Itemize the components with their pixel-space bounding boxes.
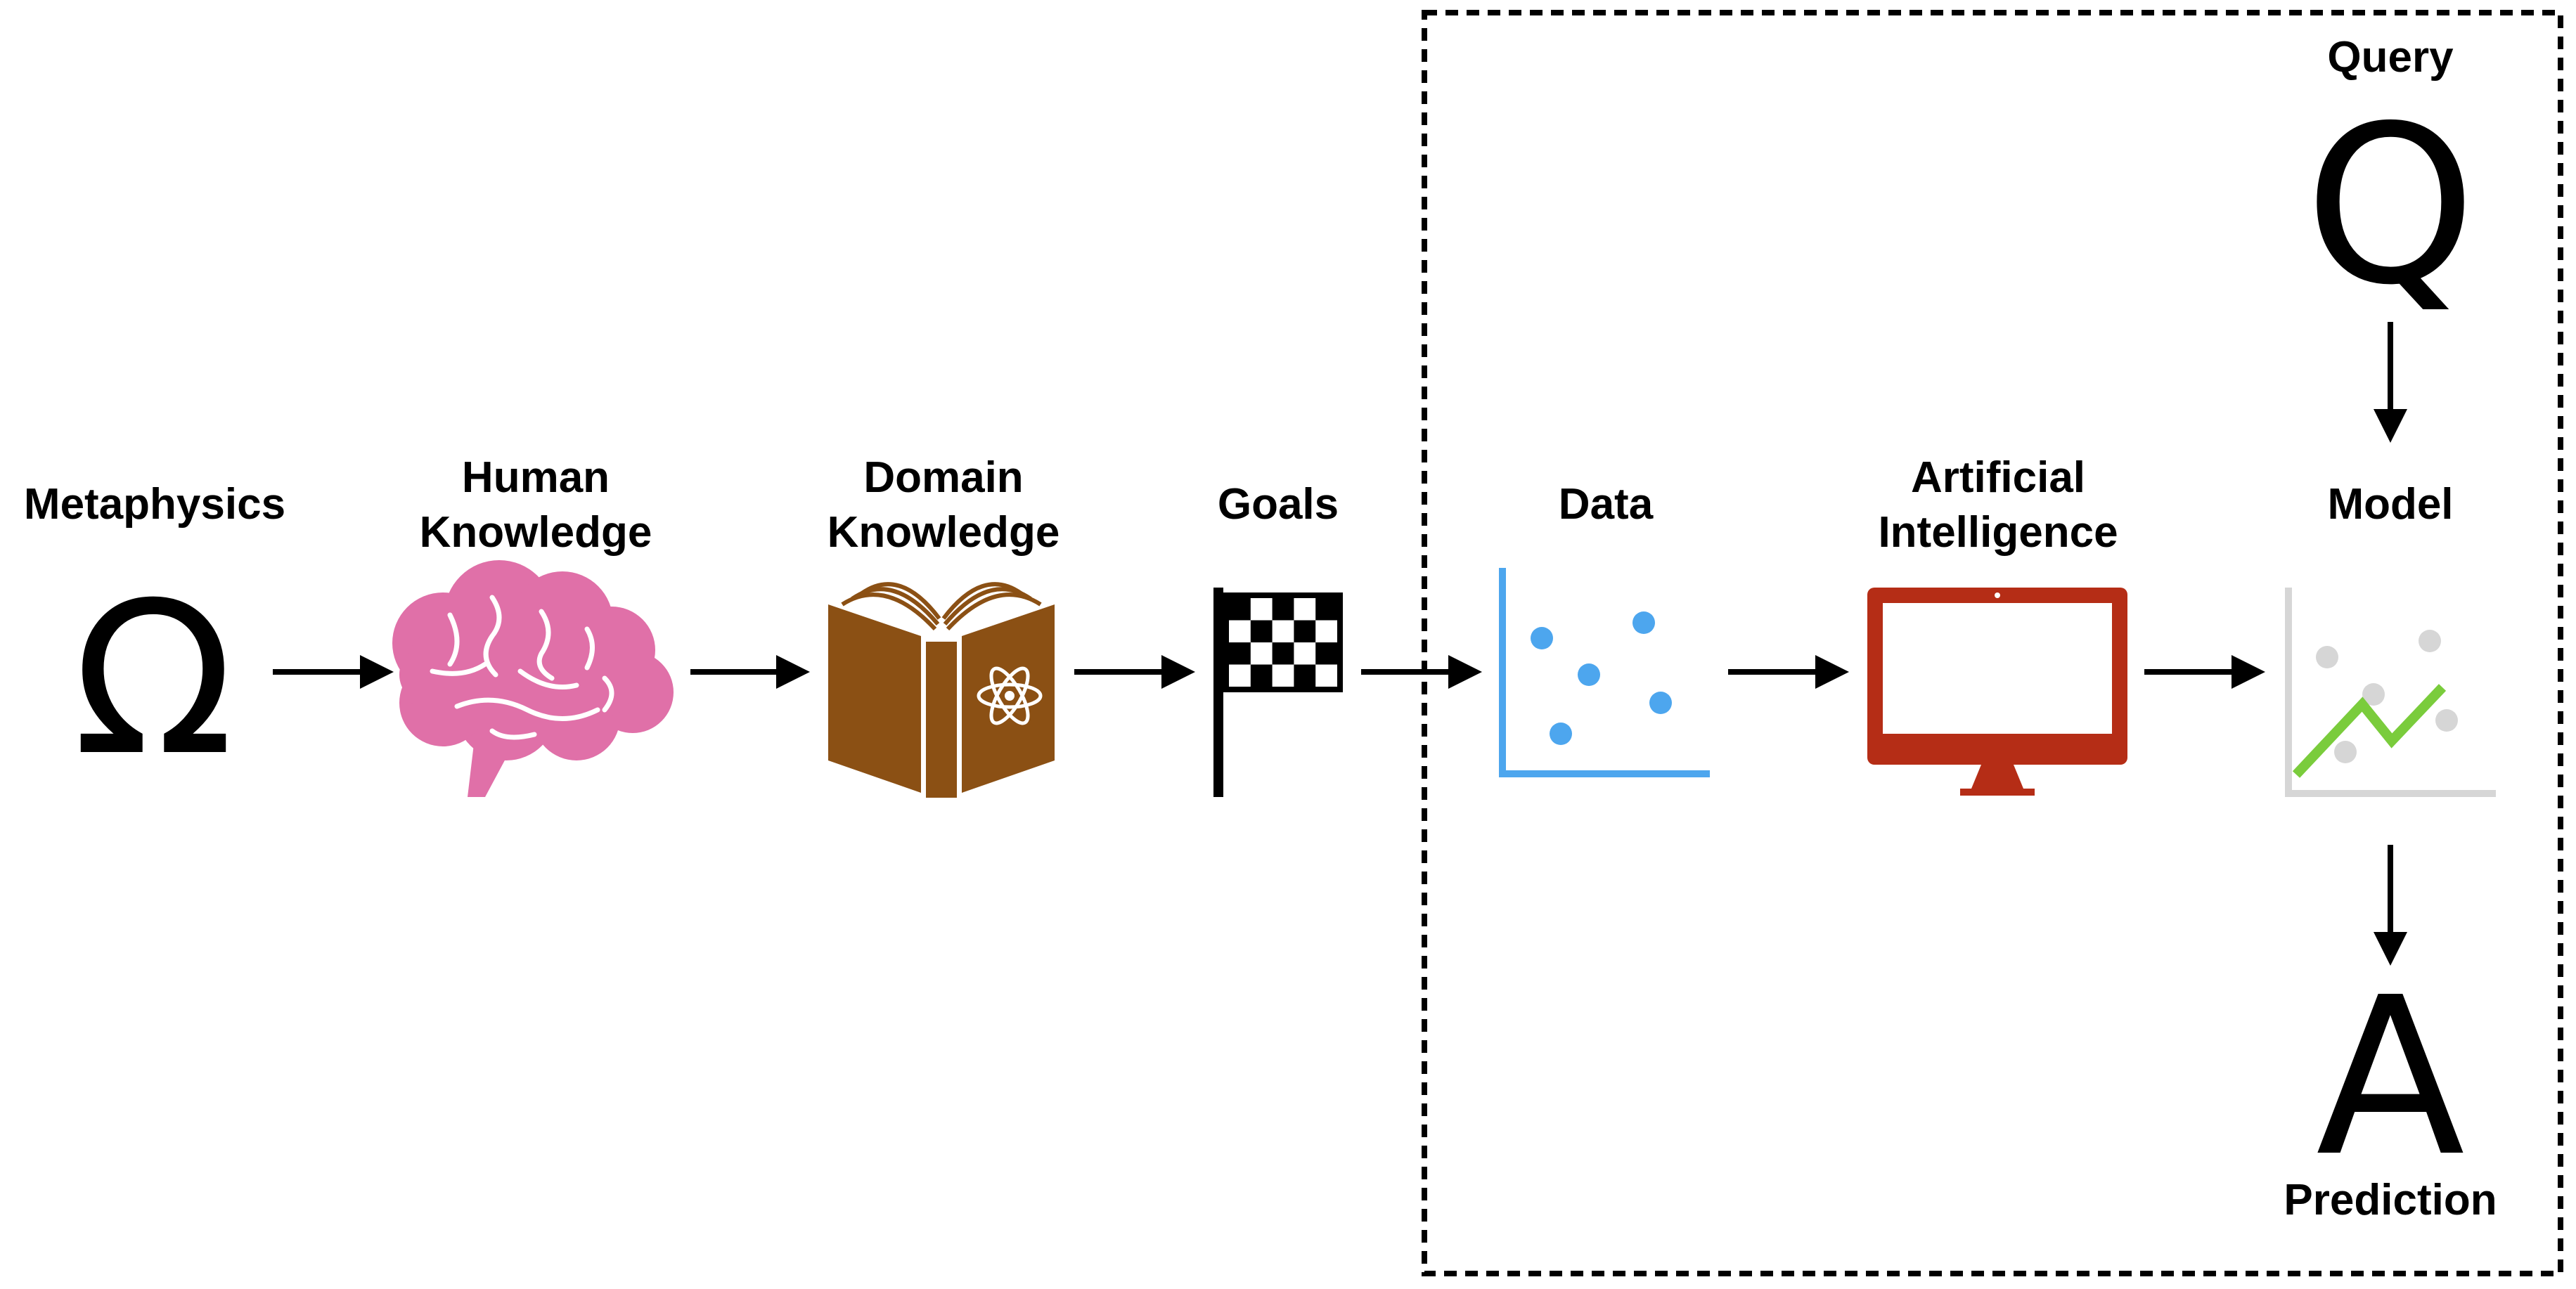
prediction-label: Prediction	[2284, 1176, 2497, 1224]
arrow-ai-to-model	[2144, 655, 2265, 689]
model-point	[2362, 683, 2385, 706]
data-point	[1632, 611, 1655, 634]
data-label: Data	[1559, 480, 1654, 529]
flag-checker-square	[1250, 620, 1273, 642]
arrow-domain-to-goals	[1074, 655, 1195, 689]
flag-checker-square	[1315, 642, 1337, 665]
arrow-metaphysics-to-human	[273, 655, 394, 689]
ai-boundary-box	[1422, 10, 2563, 1276]
artificial-intelligence-label-line2: Intelligence	[1878, 508, 2118, 557]
data-point	[1550, 723, 1572, 745]
flag-checker-square	[1229, 598, 1251, 621]
data-point	[1649, 692, 1672, 714]
flag-checker-square	[1294, 620, 1316, 642]
model-point	[2419, 630, 2441, 652]
metaphysics-label: Metaphysics	[24, 480, 285, 529]
science-book-icon	[828, 582, 1055, 798]
flag-checker-square	[1315, 598, 1337, 621]
computer-monitor-icon	[1867, 588, 2127, 796]
flag-checker-square	[1272, 642, 1294, 665]
data-point	[1531, 627, 1553, 649]
query-symbol: Q	[2305, 79, 2476, 333]
human-knowledge-label-line1: Human	[462, 453, 610, 502]
domain-knowledge-label-line2: Knowledge	[827, 508, 1060, 557]
flag-checker-square	[1272, 598, 1294, 621]
brain-icon	[392, 560, 674, 797]
query-label: Query	[2327, 33, 2454, 82]
model-point	[2334, 741, 2357, 763]
domain-knowledge-label-line1: Domain	[863, 453, 1023, 502]
omega-symbol: Ω	[72, 557, 233, 802]
model-point	[2316, 646, 2338, 668]
human-knowledge-label-line2: Knowledge	[420, 508, 652, 557]
scatter-plot-icon	[1499, 568, 1710, 777]
model-fit-line	[2292, 684, 2447, 778]
model-point	[2435, 709, 2458, 732]
arrow-human-to-domain	[690, 655, 810, 689]
model-label: Model	[2327, 480, 2453, 529]
fitted-model-chart-icon	[2285, 588, 2496, 797]
arrow-query-to-model	[2374, 322, 2407, 443]
artificial-intelligence-label-line1: Artificial	[1911, 453, 2085, 502]
data-point	[1578, 663, 1600, 686]
arrow-data-to-ai	[1728, 655, 1849, 689]
goals-label: Goals	[1218, 480, 1339, 529]
flag-checker-square	[1229, 642, 1251, 665]
arrow-goals-to-data	[1361, 655, 1482, 689]
prediction-symbol: A	[2316, 951, 2466, 1205]
arrow-model-to-prediction	[2374, 845, 2407, 966]
flag-checker-square	[1250, 664, 1273, 687]
checkered-flag-icon	[1213, 588, 1343, 797]
flag-checker-square	[1294, 664, 1316, 687]
